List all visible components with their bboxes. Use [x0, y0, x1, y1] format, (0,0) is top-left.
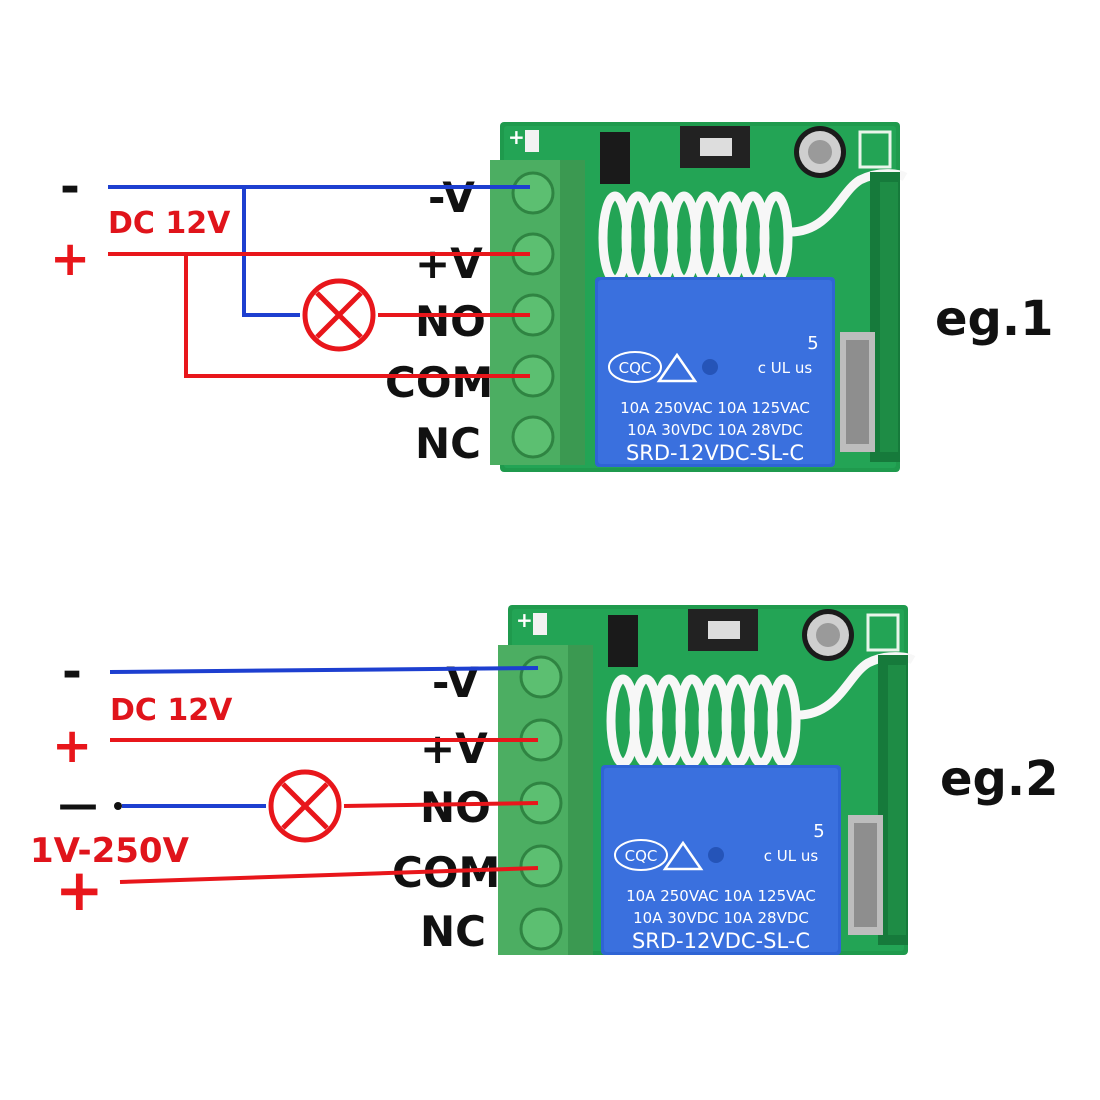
supply-voltage: DC 12V [108, 206, 231, 241]
ul-mark: c UL us [764, 847, 819, 865]
lamp-icon [271, 772, 339, 840]
example-1: + CQC c UL us 5 10A 250VAC 10A 125VAC 10… [50, 122, 1054, 472]
relay-rating-1: 10A 250VAC 10A 125VAC [626, 887, 816, 905]
terminal-label: NO [415, 297, 486, 346]
relay: CQC c UL us 5 10A 250VAC 10A 125VAC 10A … [595, 277, 835, 467]
relay-number: 5 [807, 333, 818, 354]
load-plus: + [55, 856, 104, 924]
terminal-label: -V [432, 658, 479, 707]
lamp-icon [305, 281, 373, 349]
wires [108, 185, 530, 378]
relay-model: SRD-12VDC-SL-C [626, 441, 804, 465]
screw-terminal [511, 171, 555, 215]
wire-end-dot [114, 802, 122, 810]
relay-rating-1: 10A 250VAC 10A 125VAC [620, 399, 810, 417]
svg-text:CQC: CQC [625, 847, 658, 865]
load-wire [343, 801, 539, 808]
cqc-mark: CQC [614, 839, 668, 871]
example-label: eg.2 [940, 751, 1059, 807]
supply-plus: + [50, 231, 90, 287]
terminal-label: NC [420, 907, 486, 956]
svg-text:CQC: CQC [619, 359, 652, 377]
negative-wire [109, 666, 539, 674]
screw-terminal [519, 844, 563, 888]
supply-plus: + [52, 718, 92, 774]
relay: CQC c UL us 5 10A 250VAC 10A 125VAC 10A … [601, 765, 841, 955]
pcb-marking: + [516, 608, 533, 632]
relay-model: SRD-12VDC-SL-C [632, 929, 810, 953]
example-label: eg.1 [935, 291, 1054, 347]
relay-board: + CQC c UL us 5 10A 250VAC 10A 125VAC 10… [500, 122, 905, 472]
cqc-mark: CQC [608, 351, 662, 383]
relay-rating-2: 10A 30VDC 10A 28VDC [633, 909, 809, 927]
screw-terminal [519, 907, 563, 951]
supply-minus: - [62, 644, 82, 700]
relay-board: + CQC c UL us 5 10A 250VAC 10A 125VAC 10… [508, 605, 913, 955]
positive-wire [184, 254, 530, 378]
load-voltage: 1V-250V [30, 831, 190, 871]
ul-mark: c UL us [758, 359, 813, 377]
triangle-mark-icon [656, 352, 698, 383]
triangle-mark-icon [662, 840, 704, 871]
terminal-label: NC [415, 419, 481, 468]
terminal-label: COM [385, 358, 493, 407]
example-2: + CQC c UL us 5 10A 250VAC 10A 125VAC 10… [30, 605, 1059, 956]
terminal-block [498, 645, 593, 955]
relay-rating-2: 10A 30VDC 10A 28VDC [627, 421, 803, 439]
wires [109, 666, 539, 884]
negative-wire [242, 187, 300, 317]
terminal-label: +V [420, 724, 488, 773]
terminal-label: -V [428, 173, 475, 222]
supply-voltage: DC 12V [110, 693, 233, 728]
supply-minus: - [60, 159, 80, 215]
pcb-marking: + [508, 125, 525, 149]
load-positive-wire [119, 866, 539, 884]
screw-terminal [511, 415, 555, 459]
screw-terminal [519, 655, 563, 699]
terminal-block [490, 160, 585, 465]
terminal-label: +V [415, 239, 483, 288]
load-minus: — [58, 782, 98, 828]
terminal-label: NO [420, 783, 491, 832]
relay-number: 5 [813, 821, 824, 842]
